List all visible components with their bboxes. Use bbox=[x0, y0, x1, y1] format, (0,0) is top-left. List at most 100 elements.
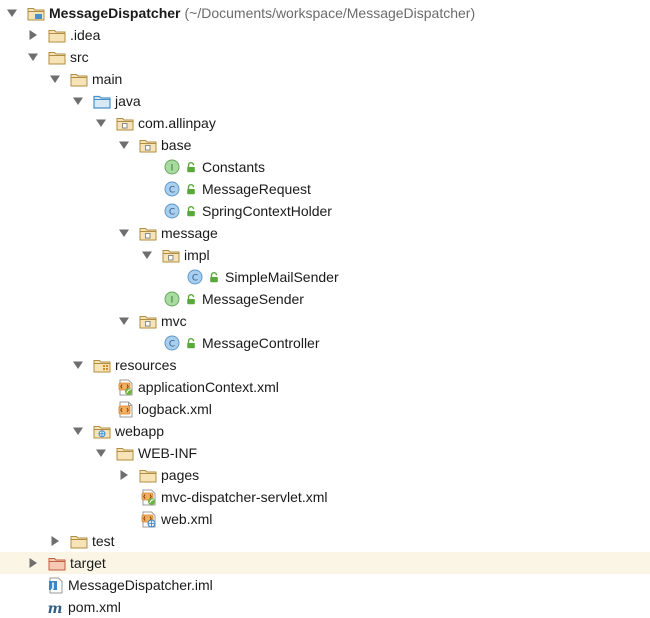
collapsed-arrow-icon[interactable] bbox=[49, 535, 61, 547]
root-label: MessageDispatcher bbox=[49, 5, 181, 21]
lock-icon bbox=[186, 206, 196, 217]
tree-node-logback-xml[interactable]: logback.xml bbox=[0, 398, 650, 420]
idea-name: idea bbox=[73, 27, 101, 43]
folder-icon bbox=[116, 446, 134, 461]
package-icon bbox=[116, 116, 134, 131]
package-icon bbox=[139, 314, 157, 329]
tree-node-src[interactable]: src bbox=[0, 46, 650, 68]
tree-node-constants[interactable]: I Constants bbox=[0, 156, 650, 178]
tree-node-target[interactable]: target bbox=[0, 552, 650, 574]
class-badge-letter: C bbox=[192, 274, 198, 284]
tree-node-pom-xml[interactable]: m pom.xml bbox=[0, 596, 650, 618]
node-label: impl bbox=[184, 247, 210, 263]
tree-node-iml[interactable]: J MessageDispatcher.iml bbox=[0, 574, 650, 596]
expanded-arrow-icon[interactable] bbox=[72, 425, 84, 437]
node-label: Constants bbox=[202, 159, 266, 175]
class-badge-letter: C bbox=[169, 340, 175, 350]
module-folder-icon bbox=[27, 6, 45, 21]
expanded-arrow-icon[interactable] bbox=[95, 447, 107, 459]
tree-node-message-sender[interactable]: I MessageSender bbox=[0, 288, 650, 310]
expanded-arrow-icon[interactable] bbox=[141, 249, 153, 261]
node-label: mvc-dispatcher-servlet.xml bbox=[161, 489, 328, 505]
tree-node-message-controller[interactable]: C MessageController bbox=[0, 332, 650, 354]
source-folder-icon bbox=[93, 94, 111, 109]
spring-xml-file-icon bbox=[141, 489, 157, 506]
tree-node-idea[interactable]: .idea bbox=[0, 24, 650, 46]
node-label: MessageSender bbox=[202, 291, 304, 307]
node-label: message bbox=[161, 225, 218, 241]
node-label: resources bbox=[115, 357, 177, 373]
tree-node-mvc-dispatcher-servlet-xml[interactable]: mvc-dispatcher-servlet.xml bbox=[0, 486, 650, 508]
tree-node-web-inf[interactable]: WEB-INF bbox=[0, 442, 650, 464]
node-label: src bbox=[70, 49, 89, 65]
folder-icon bbox=[48, 50, 66, 65]
folder-icon bbox=[70, 72, 88, 87]
class-badge-letter: C bbox=[169, 186, 175, 196]
node-label: MessageDispatcher.iml bbox=[68, 577, 213, 593]
excluded-folder-icon bbox=[48, 556, 66, 571]
node-label: .idea bbox=[70, 24, 100, 46]
expanded-arrow-icon[interactable] bbox=[27, 51, 39, 63]
tree-node-com-allinpay[interactable]: com.allinpay bbox=[0, 112, 650, 134]
expanded-arrow-icon[interactable] bbox=[95, 117, 107, 129]
tree-node-message-request[interactable]: C MessageRequest bbox=[0, 178, 650, 200]
node-label: logback.xml bbox=[138, 401, 212, 417]
class-badge-letter: C bbox=[169, 208, 175, 218]
tree-node-test[interactable]: test bbox=[0, 530, 650, 552]
tree-node-resources[interactable]: resources bbox=[0, 354, 650, 376]
maven-file-icon: m bbox=[48, 599, 64, 616]
class-icon: C bbox=[164, 335, 180, 351]
collapsed-arrow-icon[interactable] bbox=[27, 29, 39, 41]
class-icon: C bbox=[164, 181, 180, 197]
node-label: target bbox=[70, 555, 106, 571]
node-label: test bbox=[92, 533, 115, 549]
lock-icon bbox=[186, 294, 196, 305]
tree-node-simple-mail-sender[interactable]: C SimpleMailSender bbox=[0, 266, 650, 288]
expanded-arrow-icon[interactable] bbox=[118, 315, 130, 327]
tree-node-application-context-xml[interactable]: applicationContext.xml bbox=[0, 376, 650, 398]
tree-node-base[interactable]: base bbox=[0, 134, 650, 156]
expanded-arrow-icon[interactable] bbox=[6, 7, 18, 19]
tree-node-web-xml[interactable]: web.xml bbox=[0, 508, 650, 530]
lock-icon bbox=[186, 338, 196, 349]
iml-badge-letter: J bbox=[51, 581, 55, 590]
interface-icon: I bbox=[164, 159, 180, 175]
class-icon: C bbox=[187, 269, 203, 285]
tree-node-root[interactable]: MessageDispatcher (~/Documents/workspace… bbox=[0, 2, 650, 24]
lock-icon bbox=[209, 272, 219, 283]
resources-folder-icon bbox=[93, 358, 111, 373]
expanded-arrow-icon[interactable] bbox=[72, 359, 84, 371]
lock-icon bbox=[186, 184, 196, 195]
spring-xml-file-icon bbox=[118, 379, 134, 396]
folder-icon bbox=[139, 468, 157, 483]
tree-node-main[interactable]: main bbox=[0, 68, 650, 90]
node-label: WEB-INF bbox=[138, 445, 198, 461]
node-label: applicationContext.xml bbox=[138, 379, 279, 395]
node-label: MessageController bbox=[202, 335, 320, 351]
node-label: web.xml bbox=[161, 511, 213, 527]
tree-node-mvc[interactable]: mvc bbox=[0, 310, 650, 332]
package-icon bbox=[139, 226, 157, 241]
node-label: webapp bbox=[115, 423, 165, 439]
node-label: main bbox=[92, 71, 123, 87]
expanded-arrow-icon[interactable] bbox=[118, 139, 130, 151]
tree-node-webapp[interactable]: webapp bbox=[0, 420, 650, 442]
expanded-arrow-icon[interactable] bbox=[118, 227, 130, 239]
tree-node-spring-context-holder[interactable]: C SpringContextHolder bbox=[0, 200, 650, 222]
node-label: java bbox=[115, 93, 141, 109]
tree-node-java[interactable]: java bbox=[0, 90, 650, 112]
collapsed-arrow-icon[interactable] bbox=[118, 469, 130, 481]
lock-icon bbox=[186, 162, 196, 173]
tree-node-message[interactable]: message bbox=[0, 222, 650, 244]
tree-node-pages[interactable]: pages bbox=[0, 464, 650, 486]
maven-badge-letter: m bbox=[48, 601, 62, 616]
collapsed-arrow-icon[interactable] bbox=[27, 557, 39, 569]
idea-dot: . bbox=[70, 27, 74, 43]
iml-file-icon: J bbox=[48, 577, 64, 594]
expanded-arrow-icon[interactable] bbox=[49, 73, 61, 85]
root-path: (~/Documents/workspace/MessageDispatcher… bbox=[184, 5, 476, 21]
folder-icon bbox=[70, 534, 88, 549]
expanded-arrow-icon[interactable] bbox=[72, 95, 84, 107]
node-label: com.allinpay bbox=[138, 115, 216, 131]
tree-node-impl[interactable]: impl bbox=[0, 244, 650, 266]
